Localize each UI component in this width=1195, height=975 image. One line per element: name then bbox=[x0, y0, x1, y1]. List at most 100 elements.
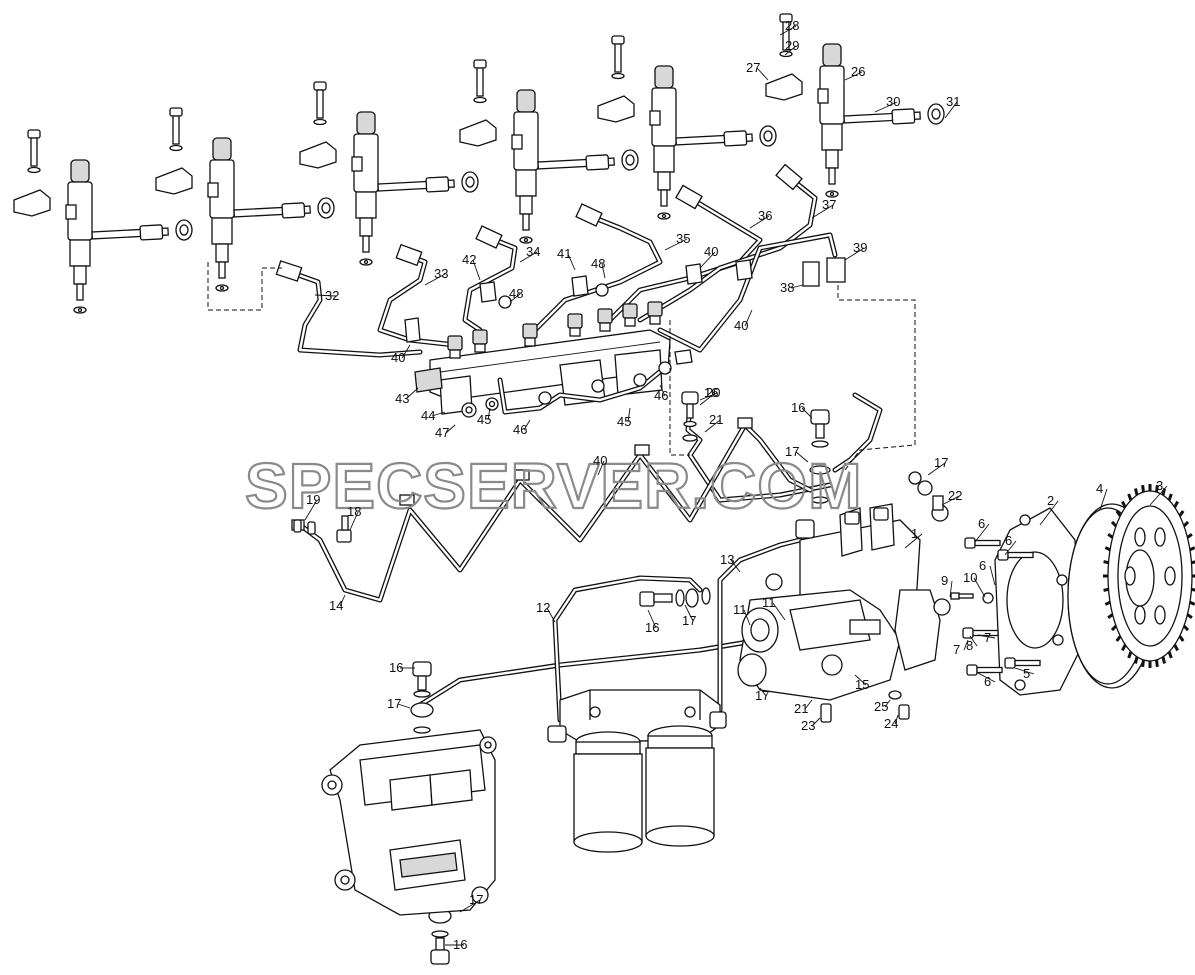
callout-number: 16 bbox=[704, 385, 718, 400]
callout-number: 15 bbox=[855, 677, 869, 692]
callout-number: 10 bbox=[963, 570, 977, 585]
callout-12: 12 bbox=[536, 600, 556, 623]
callout-number: 19 bbox=[306, 492, 320, 507]
callout-number: 16 bbox=[791, 400, 805, 415]
callout-number: 18 bbox=[347, 504, 361, 519]
injector bbox=[459, 59, 639, 244]
callout-17: 17 bbox=[927, 455, 948, 476]
callout-34: 34 bbox=[519, 244, 540, 263]
callout-number: 45 bbox=[477, 412, 491, 427]
injector bbox=[765, 13, 945, 198]
callout-number: 25 bbox=[874, 699, 888, 714]
callout-number: 5 bbox=[1023, 666, 1030, 681]
callout-6: 6 bbox=[979, 558, 996, 586]
callout-number: 41 bbox=[557, 246, 571, 261]
callout-number: 2 bbox=[1047, 493, 1054, 508]
callout-11: 11 bbox=[733, 602, 751, 626]
callout-number: 12 bbox=[536, 600, 550, 615]
callout-3: 3 bbox=[1149, 478, 1168, 506]
callout-number: 8 bbox=[966, 638, 973, 653]
callout-number: 17 bbox=[934, 455, 948, 470]
callout-44: 44 bbox=[421, 408, 446, 423]
callout-17: 17 bbox=[387, 696, 411, 711]
callout-number: 28 bbox=[785, 18, 799, 33]
callout-45: 45 bbox=[617, 407, 631, 429]
ecu-module bbox=[321, 729, 497, 916]
callout-number: 34 bbox=[526, 244, 540, 259]
callout-6: 6 bbox=[1004, 533, 1017, 556]
callout-number: 35 bbox=[676, 231, 690, 246]
callout-19: 19 bbox=[304, 492, 320, 521]
callout-16: 16 bbox=[645, 609, 659, 635]
injector bbox=[155, 107, 335, 292]
callout-number: 22 bbox=[948, 488, 962, 503]
injector bbox=[597, 35, 777, 220]
callout-40: 40 bbox=[593, 453, 607, 476]
fuel-filters bbox=[547, 689, 727, 853]
callout-48: 48 bbox=[591, 256, 605, 279]
callout-number: 40 bbox=[734, 318, 748, 333]
injector bbox=[13, 129, 193, 314]
callout-number: 17 bbox=[469, 892, 483, 907]
callout-17: 17 bbox=[459, 892, 483, 913]
callout-36: 36 bbox=[749, 208, 772, 229]
return-lines bbox=[291, 392, 883, 723]
callout-number: 14 bbox=[329, 598, 343, 613]
callout-number: 39 bbox=[853, 240, 867, 255]
watermark-text: SPECSERVER.COM bbox=[245, 450, 862, 522]
callout-26: 26 bbox=[844, 64, 865, 81]
callout-13: 13 bbox=[720, 552, 741, 573]
callout-number: 31 bbox=[946, 94, 960, 109]
callout-35: 35 bbox=[664, 231, 690, 251]
callout-46: 46 bbox=[513, 419, 531, 437]
callout-11: 11 bbox=[762, 595, 786, 621]
callout-number: 16 bbox=[389, 660, 403, 675]
callout-17: 17 bbox=[785, 444, 809, 463]
callout-number: 20 bbox=[706, 385, 720, 400]
common-rail bbox=[404, 259, 753, 418]
callout-8: 8 bbox=[966, 635, 978, 653]
callout-number: 1 bbox=[911, 526, 918, 541]
callout-number: 6 bbox=[978, 516, 985, 531]
callout-number: 13 bbox=[720, 552, 734, 567]
callout-number: 23 bbox=[801, 718, 815, 733]
callout-48: 48 bbox=[509, 286, 523, 303]
callout-number: 21 bbox=[709, 412, 723, 427]
callout-15: 15 bbox=[854, 674, 869, 692]
callout-2: 2 bbox=[1039, 493, 1059, 526]
callout-number: 32 bbox=[325, 288, 339, 303]
callout-4: 4 bbox=[1096, 481, 1108, 511]
callout-number: 7 bbox=[953, 642, 960, 657]
callout-number: 24 bbox=[884, 716, 898, 731]
callout-number: 36 bbox=[758, 208, 772, 223]
dashed-routing bbox=[207, 262, 916, 471]
callout-number: 6 bbox=[979, 558, 986, 573]
callout-7: 7 bbox=[953, 639, 969, 657]
callout-30: 30 bbox=[874, 94, 900, 113]
callout-21: 21 bbox=[704, 412, 723, 433]
callout-29: 29 bbox=[784, 38, 799, 56]
callout-40: 40 bbox=[391, 344, 411, 365]
banjo-fittings bbox=[293, 391, 949, 965]
pump-bolts bbox=[950, 537, 1041, 676]
callout-number: 4 bbox=[1096, 481, 1103, 496]
callout-number: 46 bbox=[654, 388, 668, 403]
line-nuts bbox=[275, 163, 846, 287]
callout-number: 6 bbox=[984, 674, 991, 689]
callout-21: 21 bbox=[794, 699, 813, 716]
callout-27: 27 bbox=[746, 60, 769, 81]
callout-16: 16 bbox=[445, 937, 467, 952]
callout-41: 41 bbox=[557, 246, 576, 271]
callout-43: 43 bbox=[395, 387, 419, 406]
callout-37: 37 bbox=[811, 197, 836, 219]
callout-42: 42 bbox=[462, 252, 481, 281]
callout-number: 42 bbox=[462, 252, 476, 267]
callout-number: 21 bbox=[794, 701, 808, 716]
callout-number: 38 bbox=[780, 280, 794, 295]
callout-number: 43 bbox=[395, 391, 409, 406]
callout-20: 20 bbox=[699, 385, 720, 401]
callout-46: 46 bbox=[654, 384, 668, 403]
